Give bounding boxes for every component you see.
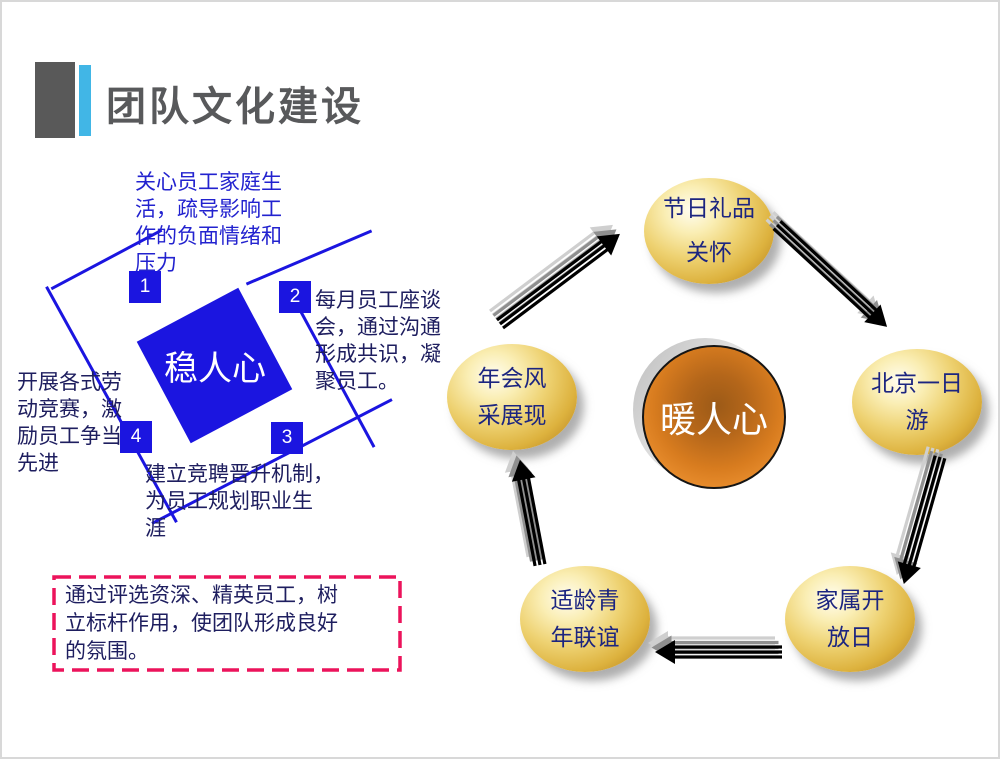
- note-text: 通过评选资深、精英员工，树 立标杆作用，使团队形成良好 的氛围。: [65, 584, 338, 663]
- number-badge-2: 2: [279, 281, 311, 313]
- title-accent-dark-bar: [35, 62, 75, 138]
- cycle-node-label: 北京一日 游: [871, 370, 963, 433]
- cycle-node-label: 家属开 放日: [815, 587, 885, 650]
- warm-center-label: 暖人心: [659, 399, 768, 440]
- cycle-node-label: 节日礼品 关怀: [663, 195, 755, 265]
- cycle-node-label: 适龄青 年联谊: [550, 587, 620, 650]
- page-title: 团队文化建设: [106, 85, 364, 129]
- warm-center-circle: 暖人心: [642, 345, 786, 489]
- number-badge-4: 4: [120, 421, 152, 453]
- title-accent-blue-bar: [79, 65, 91, 136]
- cycle-node-annual-gala: 年会风 采展现: [447, 344, 577, 450]
- cycle-node-family-open-day: 家属开 放日: [785, 566, 915, 672]
- point-text-3: 建立竞聘晋升机制， 为员工规划职业生 涯: [145, 463, 334, 540]
- stabilize-diamond: 稳人心: [136, 287, 293, 444]
- point-text-4: 开展各式劳 动竞赛，激 励员工争当 先进: [17, 371, 122, 475]
- cycle-node-youth-social: 适龄青 年联谊: [520, 566, 650, 672]
- note-dashed-border: [52, 575, 402, 672]
- point-text-1: 关心员工家庭生 活，疏导影响工 作的负面情绪和 压力: [135, 171, 282, 275]
- stabilize-diamond-label: 稳人心: [163, 350, 266, 388]
- cycle-node-holiday-gifts: 节日礼品 关怀: [644, 178, 774, 284]
- number-badge-3: 3: [271, 422, 303, 454]
- cycle-node-beijing-trip: 北京一日 游: [852, 349, 982, 455]
- number-badge-1: 1: [129, 271, 161, 303]
- point-text-2: 每月员工座谈 会，通过沟通 形成共识，凝 聚员工。: [315, 289, 441, 393]
- note-box: 通过评选资深、精英员工，树 立标杆作用，使团队形成良好 的氛围。: [52, 575, 402, 672]
- cycle-node-label: 年会风 采展现: [477, 365, 547, 428]
